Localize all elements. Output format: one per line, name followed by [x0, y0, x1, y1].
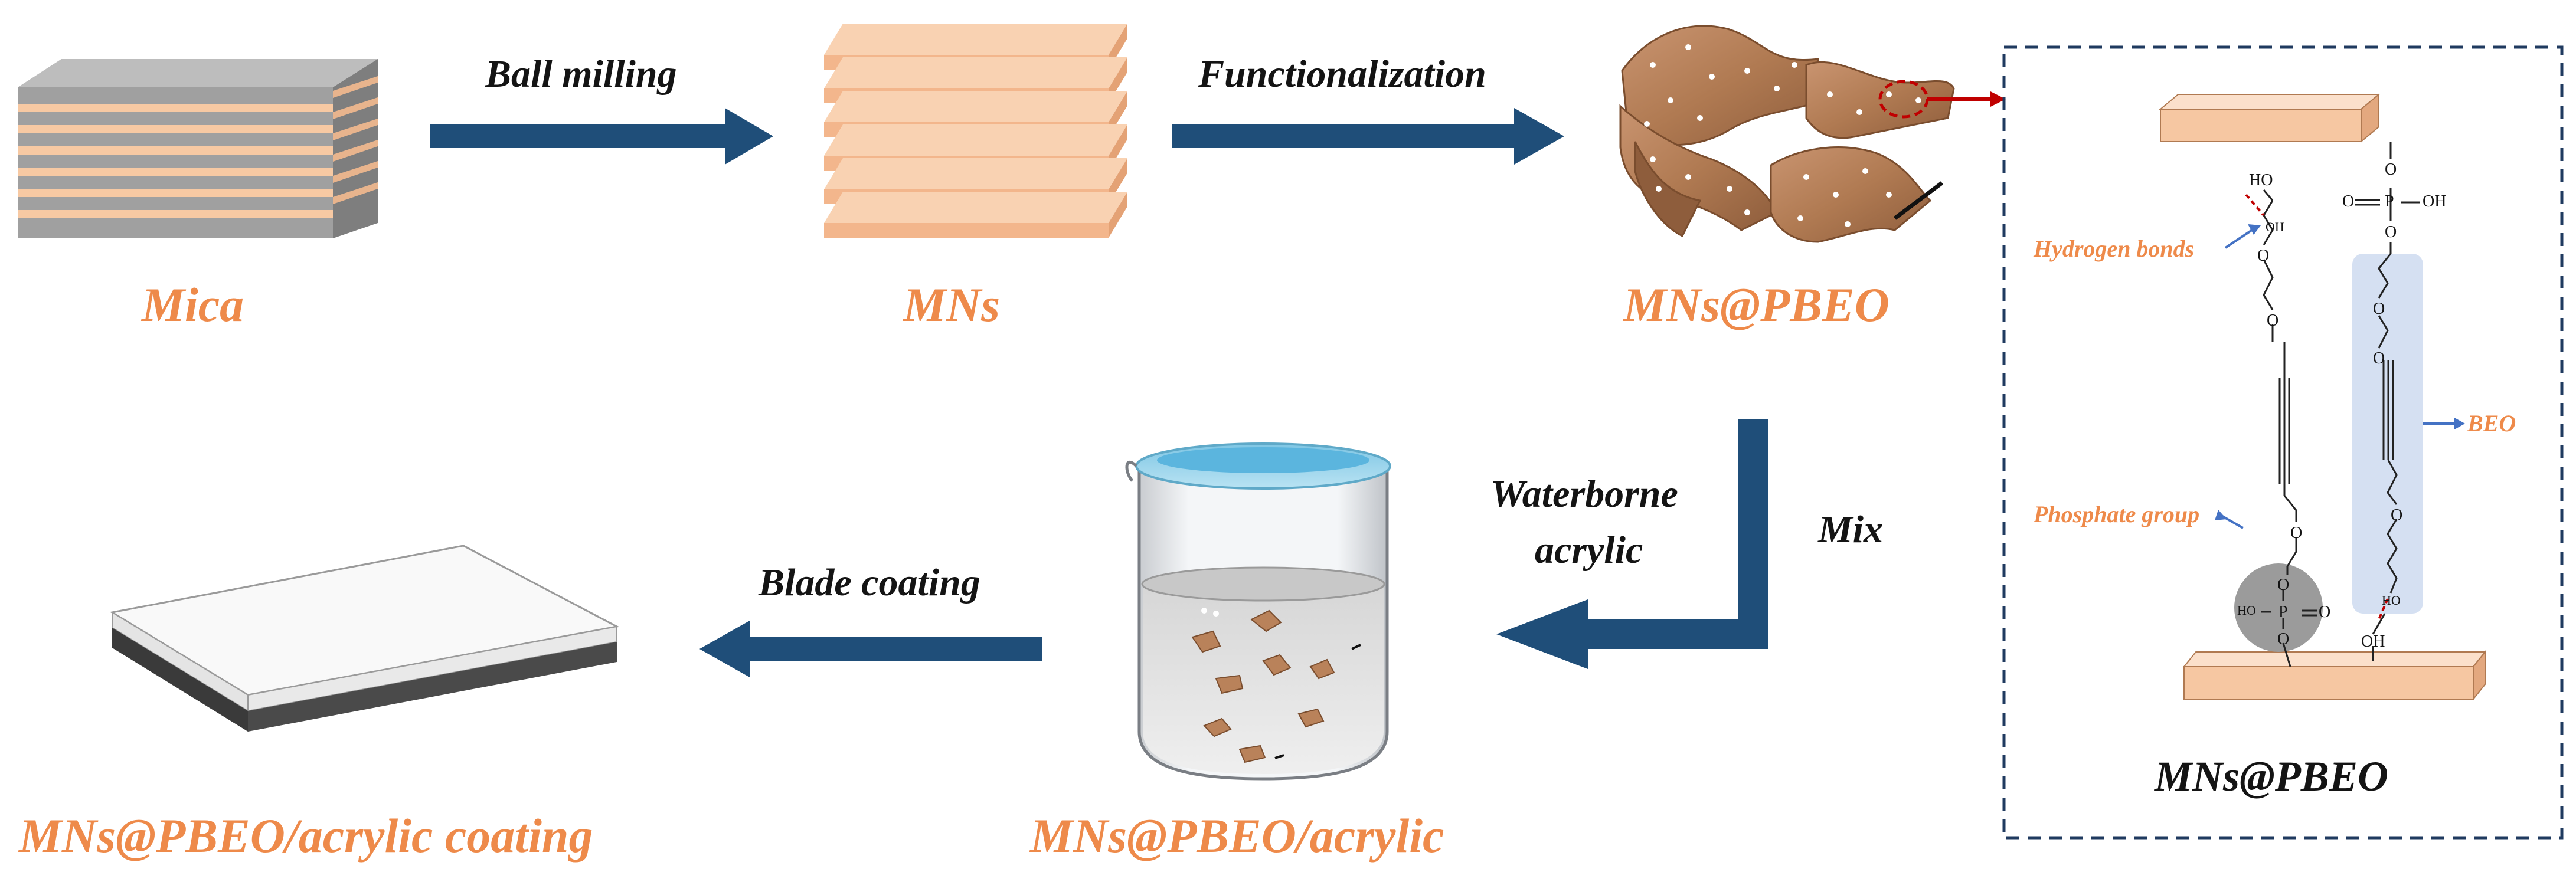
step-mix: Mix — [1818, 508, 1884, 551]
atom-o-chain1: O — [2257, 247, 2270, 265]
note-hydrogen-bonds: Hydrogen bonds — [2034, 235, 2195, 262]
step-functionalization: Functionalization — [1198, 53, 1486, 96]
arrow-ball-milling — [430, 108, 773, 165]
atom-o-chain2: O — [2267, 312, 2279, 330]
label-mns-pbeo: MNs@PBEO — [1623, 278, 1889, 332]
functionalized-sheets-icon — [1619, 25, 2006, 243]
arrow-functionalization — [1172, 108, 1564, 165]
atom-o-ester: O — [2385, 223, 2397, 241]
atom-ho-top: HO — [2249, 171, 2273, 189]
note-phosphate-group: Phosphate group — [2034, 501, 2200, 527]
atom-o-top: O — [2385, 160, 2397, 179]
hydrogen-bond-top — [2245, 194, 2265, 217]
hydrogen-bond-bottom — [2378, 598, 2389, 620]
callout-hydrogen — [2224, 224, 2261, 249]
label-coating: MNs@PBEO/acrylic coating — [19, 809, 593, 863]
label-mica: Mica — [142, 278, 244, 332]
coated-plate-icon — [109, 545, 620, 732]
callout-beo — [2423, 418, 2465, 429]
atom-o-chain5: O — [2373, 349, 2385, 368]
phosphate-highlight — [2234, 563, 2323, 652]
atom-ho-bottom: HO — [2382, 593, 2401, 608]
step-ball-milling: Ball milling — [485, 53, 677, 96]
inset-title: MNs@PBEO — [2155, 753, 2388, 800]
atom-o-bot2: O — [2277, 630, 2290, 648]
callout-phosphate — [2215, 510, 2244, 529]
atom-o-chain6: O — [2391, 506, 2403, 524]
step-waterborne-line2: acrylic — [1535, 529, 1643, 572]
atom-oh-bond: OH — [2266, 219, 2284, 234]
right-chain — [2355, 142, 2420, 661]
note-beo: BEO — [2467, 410, 2516, 437]
label-mns-pbeo-acrylic: MNs@PBEO/acrylic — [1030, 809, 1444, 863]
atom-o-chain4: O — [2373, 300, 2385, 318]
atom-o-bot1: O — [2277, 576, 2290, 594]
atom-ho-left: HO — [2237, 603, 2256, 618]
atom-oh-bottom: OH — [2361, 632, 2385, 651]
beaker-icon — [1125, 442, 1391, 781]
mica-nanosheets-icon — [824, 24, 1127, 238]
inset-bottom-plate — [2182, 650, 2487, 701]
inset-top-plate — [2159, 93, 2381, 143]
label-mns: MNs — [903, 278, 1001, 332]
atom-oh-right: OH — [2423, 192, 2447, 211]
mica-stack-icon — [18, 59, 378, 238]
atom-o-chain3: O — [2290, 524, 2303, 542]
step-waterborne-line1: Waterborne — [1490, 473, 1678, 516]
atom-p-bottom: P — [2278, 603, 2288, 621]
arrow-blade-coating — [699, 621, 1042, 677]
arrow-mix — [1496, 419, 1768, 669]
step-blade-coating: Blade coating — [759, 561, 980, 604]
atom-o-eq: O — [2342, 192, 2355, 211]
left-chain — [2261, 189, 2317, 667]
atom-p-top: P — [2385, 192, 2394, 211]
atom-o-right: O — [2319, 603, 2331, 621]
inset-panel — [2002, 45, 2564, 840]
